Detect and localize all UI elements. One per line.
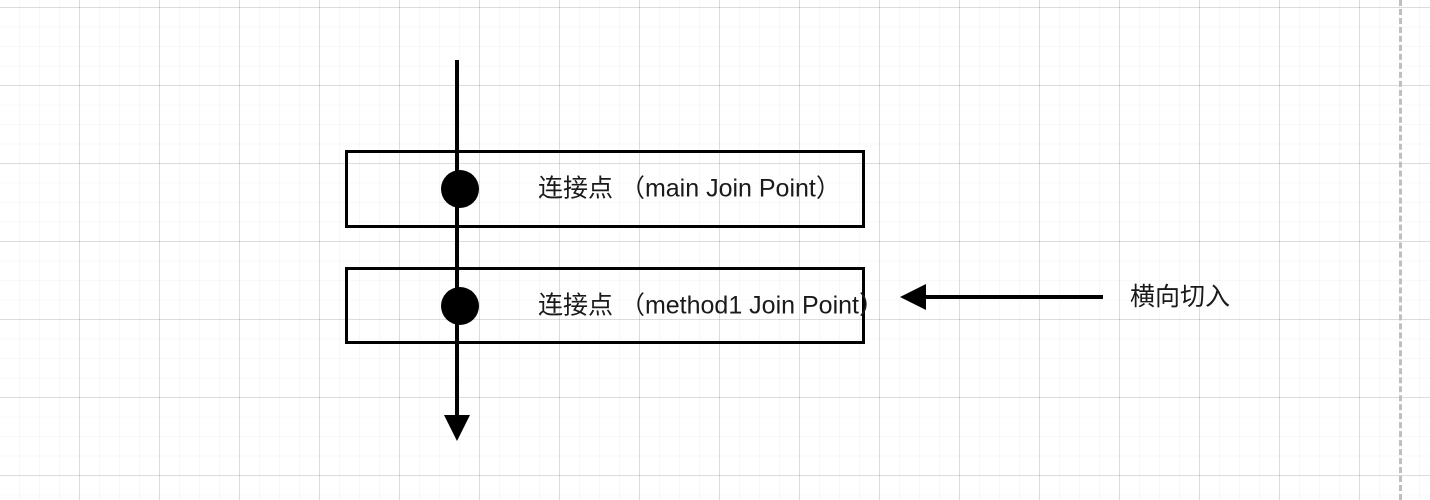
join-point-box-method1: 连接点 （method1 Join Point） (345, 267, 884, 344)
annotation-arrow-line (912, 295, 1103, 299)
join-point-label-main: 连接点 （main Join Point） (538, 174, 841, 203)
down-arrow-icon (444, 415, 470, 441)
join-point-box-main: 连接点 （main Join Point） (345, 150, 865, 228)
page-boundary-dashed-line (1399, 0, 1402, 500)
join-point-dot-icon (441, 170, 479, 208)
join-point-dot-icon (441, 286, 479, 325)
join-point-label-method1: 连接点 （method1 Join Point） (538, 291, 884, 319)
annotation-label: 横向切入 (1130, 283, 1231, 311)
vertical-flow-line (455, 60, 459, 425)
left-arrow-icon (900, 284, 926, 310)
